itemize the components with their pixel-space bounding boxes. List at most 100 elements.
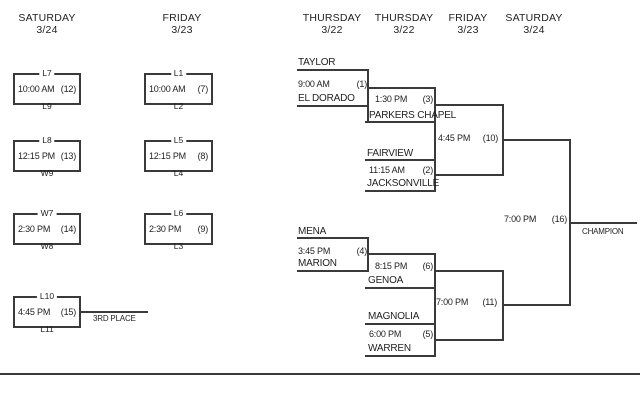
header-date: 3/23: [457, 24, 479, 36]
game-time: 12:15 PM: [149, 151, 186, 161]
team-line-jacksonville: [365, 190, 436, 192]
bottom-separator-line: [0, 373, 640, 375]
column-header-4: THURSDAY 3/22: [364, 12, 444, 36]
slot-label-bottom: L9: [42, 101, 52, 111]
column-header-6: SATURDAY 3/24: [494, 12, 574, 36]
team-line-parkers-chapel: [365, 121, 436, 123]
slot-label-top: L7: [39, 69, 55, 78]
game-number: (5): [422, 329, 434, 339]
game-time: 6:00 PM: [369, 329, 402, 339]
game-number: (12): [60, 84, 76, 94]
team-line-mena: [297, 237, 369, 239]
header-day: SATURDAY: [18, 12, 76, 24]
game-time: 12:15 PM: [18, 151, 55, 161]
slot-label-top: L6: [170, 209, 187, 218]
header-date: 3/24: [523, 24, 545, 36]
team-name-genoa: GENOA: [368, 275, 404, 286]
slot-label-top: L8: [39, 136, 55, 145]
third-place-line: [79, 311, 148, 313]
header-date: 3/22: [321, 24, 343, 36]
consolation-game-box-9: L6 2:30 PM (9) L3: [144, 209, 213, 251]
team-name-marion: MARION: [298, 258, 337, 269]
header-day: THURSDAY: [302, 12, 362, 24]
connector-game6-game5: [434, 253, 436, 357]
slot-label-bottom: L11: [40, 324, 54, 334]
winner-line-game3: [434, 104, 504, 106]
header-day: SATURDAY: [505, 12, 563, 24]
column-header-2: FRIDAY 3/23: [142, 12, 222, 36]
game-time: 11:15 AM: [369, 165, 405, 175]
consolation-game-box-8: L5 12:15 PM (8) L4: [144, 136, 213, 178]
game-number: (4): [356, 246, 368, 256]
team-name-el-dorado: EL DORADO: [298, 93, 355, 104]
winner-line-game10: [502, 139, 571, 141]
game-number: (8): [197, 151, 209, 161]
header-day: FRIDAY: [448, 12, 488, 24]
game-time: 7:00 PM: [436, 297, 469, 307]
game-time: 2:30 PM: [18, 224, 51, 234]
team-name-fairview: FAIRVIEW: [367, 148, 414, 159]
winner-line-game2: [434, 174, 504, 176]
slot-label-top: L10: [36, 292, 58, 301]
game-time: 4:45 PM: [438, 133, 471, 143]
game-time: 7:00 PM: [504, 214, 537, 224]
winner-line-game6: [434, 270, 504, 272]
consolation-game-box-12: L7 10:00 AM (12) L9: [13, 69, 81, 111]
header-date: 3/24: [36, 24, 58, 36]
team-line-warren: [365, 355, 436, 357]
game-10-info: 4:45 PM (10): [438, 132, 498, 144]
slot-label-bottom: W8: [40, 241, 54, 251]
game-number: (2): [422, 165, 434, 175]
team-line-genoa: [365, 287, 436, 289]
game-6-info: 8:15 PM (6): [375, 260, 433, 272]
consolation-game-box-15: L10 4:45 PM (15) L11: [13, 292, 81, 334]
header-date: 3/23: [171, 24, 193, 36]
slot-label-top: W7: [37, 209, 57, 218]
team-name-jacksonville: JACKSONVILLE: [367, 178, 440, 189]
game-number: (15): [60, 307, 76, 317]
game-time: 3:45 PM: [298, 246, 331, 256]
team-name-magnolia: MAGNOLIA: [368, 311, 420, 322]
game-number: (1): [356, 79, 368, 89]
game-5-info: 6:00 PM (5): [369, 328, 433, 340]
game-number: (10): [482, 133, 498, 143]
team-name-warren: WARREN: [368, 343, 411, 354]
game-time: 10:00 AM: [149, 84, 186, 94]
game-number: (13): [60, 151, 76, 161]
header-day: THURSDAY: [374, 12, 434, 24]
game-11-info: 7:00 PM (11): [436, 296, 497, 308]
slot-label-top: L5: [170, 136, 187, 145]
game-2-info: 11:15 AM (2): [369, 164, 433, 176]
game-time: 9:00 AM: [298, 79, 330, 89]
team-line-magnolia: [365, 323, 436, 325]
team-name-mena: MENA: [298, 226, 327, 237]
column-header-5: FRIDAY 3/23: [428, 12, 508, 36]
slot-label-bottom: L3: [173, 241, 184, 251]
column-header-1: SATURDAY 3/24: [7, 12, 87, 36]
game-number: (16): [551, 214, 567, 224]
header-day: FRIDAY: [162, 12, 202, 24]
winner-line-game11: [502, 304, 571, 306]
team-name-parkers-chapel: PARKERS CHAPEL: [369, 110, 457, 121]
column-header-3: THURSDAY 3/22: [292, 12, 372, 36]
consolation-game-box-13: L8 12:15 PM (13) W9: [13, 136, 81, 178]
champion-label: CHAMPION: [582, 227, 624, 236]
game-4-info: 3:45 PM (4): [298, 245, 367, 257]
game-time: 1:30 PM: [375, 94, 408, 104]
connector-game1: [367, 69, 369, 123]
game-number: (6): [422, 261, 434, 271]
header-date: 3/22: [393, 24, 415, 36]
winner-slot-line-game3: [367, 87, 436, 89]
third-place-label: 3RD PLACE: [93, 314, 136, 323]
game-number: (9): [197, 224, 209, 234]
winner-line-game5: [434, 339, 504, 341]
slot-label-bottom: W9: [40, 168, 54, 178]
team-line-el-dorado: [297, 105, 369, 107]
winner-slot-line-game6: [367, 253, 436, 255]
slot-label-top: L1: [170, 69, 187, 78]
game-time: 10:00 AM: [18, 84, 55, 94]
game-1-info: 9:00 AM (1): [298, 78, 367, 90]
game-time: 2:30 PM: [149, 224, 182, 234]
team-line-marion: [297, 270, 369, 272]
